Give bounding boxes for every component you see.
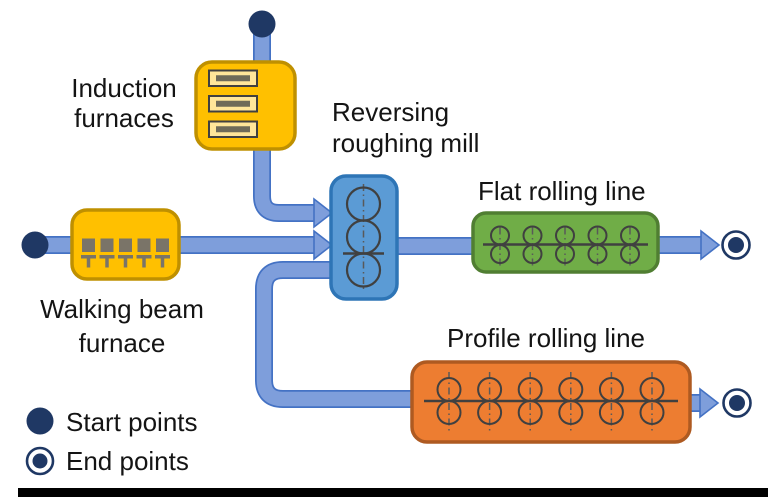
label-induction-line2: furnaces xyxy=(74,103,174,133)
label-walking-line2: furnace xyxy=(79,328,166,358)
end-point-flat-core-icon xyxy=(728,237,744,253)
profile-rollers-icon xyxy=(424,371,678,433)
label-flat-rolling-line: Flat rolling line xyxy=(478,176,646,206)
flat-rollers-icon xyxy=(483,225,648,267)
arrowhead-induction-icon xyxy=(313,197,334,229)
arrowhead-profile-end-icon xyxy=(699,387,720,419)
footer-bar xyxy=(18,488,768,497)
label-reversing-line1: Reversing xyxy=(332,97,449,127)
induction-coil-cores-icon xyxy=(216,75,250,133)
label-induction-line1: Induction xyxy=(71,73,177,103)
walking-beam-slabs-icon xyxy=(81,238,170,268)
arrowhead-flat-end-icon xyxy=(700,229,721,261)
mill-rollers-icon xyxy=(343,184,384,292)
legend-start-icon xyxy=(26,407,54,435)
flow-arrowheads xyxy=(313,197,721,419)
start-point-left-icon xyxy=(21,231,49,259)
node-flat-rolling-line xyxy=(471,211,660,274)
start-point-top-icon xyxy=(248,10,276,38)
legend-end-core-icon xyxy=(32,453,48,469)
end-point-profile-core-icon xyxy=(729,395,745,411)
start-points xyxy=(21,10,745,469)
label-profile-rolling-line: Profile rolling line xyxy=(447,323,645,353)
legend-end-label: End points xyxy=(66,446,189,476)
arrowhead-main-icon xyxy=(313,229,334,261)
label-reversing-line2: roughing mill xyxy=(332,128,479,158)
legend-start-label: Start points xyxy=(66,407,198,437)
label-walking-line1: Walking beam xyxy=(40,294,204,324)
